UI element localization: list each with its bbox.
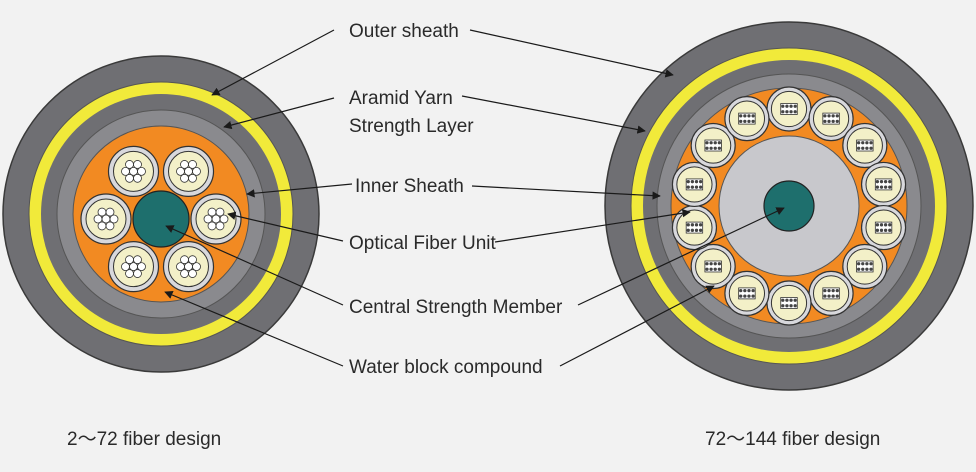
optical-fiber-unit [724,96,770,142]
leader-aramid-right [461,95,646,134]
label-inner-sheath: Inner Sheath [355,176,464,197]
optical-fiber-unit [690,122,736,169]
optical-fiber-unit [808,96,854,142]
optical-fiber-unit [808,270,854,316]
optical-fiber-unit [162,145,215,197]
leader-aramid-left [223,97,335,130]
central-strength-member-right [763,180,815,232]
optical-fiber-unit [766,280,812,326]
optical-fiber-unit [162,241,215,293]
caption-right-design: 72～144 fiber design [705,429,880,450]
optical-fiber-unit [842,122,888,169]
leader-central-member-right [577,207,785,306]
optical-fiber-unit [860,161,907,208]
optical-fiber-unit [690,243,736,290]
leader-outer-sheath-right [469,29,674,78]
leader-water-block-right [559,285,715,367]
optical-fiber-unit [724,270,770,316]
optical-fiber-unit [190,193,242,245]
optical-fiber-unit [842,243,888,290]
central-strength-member-left [132,190,190,248]
leader-outer-sheath-left [211,29,335,96]
optical-fiber-unit [671,204,718,251]
leader-lines [164,29,785,367]
leader-inner-sheath-left [246,183,353,198]
label-outer-sheath: Outer sheath [349,21,459,42]
fiber-units-right [671,86,907,326]
labels: Outer sheath Aramid Yarn Strength Layer … [349,21,563,378]
leader-fiber-unit-right [494,208,691,243]
label-aramid-yarn: Aramid Yarn [349,88,453,109]
leader-central-member-left [165,225,344,306]
optical-fiber-unit [860,204,907,251]
optical-fiber-unit [107,241,160,293]
leader-fiber-unit-left [227,211,344,242]
optical-fiber-unit [766,86,812,132]
optical-fiber-unit [671,161,718,208]
fiber-units-left [80,145,242,293]
cable-cross-section-left [2,55,320,373]
optical-fiber-unit [80,193,132,245]
label-water-block-compound: Water block compound [349,357,543,378]
label-central-strength-member: Central Strength Member [349,297,563,318]
leader-inner-sheath-right [471,185,661,200]
caption-left-design: 2～72 fiber design [67,429,221,450]
label-optical-fiber-unit: Optical Fiber Unit [349,233,496,254]
label-strength-layer: Strength Layer [349,116,474,137]
optical-fiber-unit [107,145,160,197]
cable-cross-section-right [604,21,974,391]
leader-water-block-left [164,291,344,367]
